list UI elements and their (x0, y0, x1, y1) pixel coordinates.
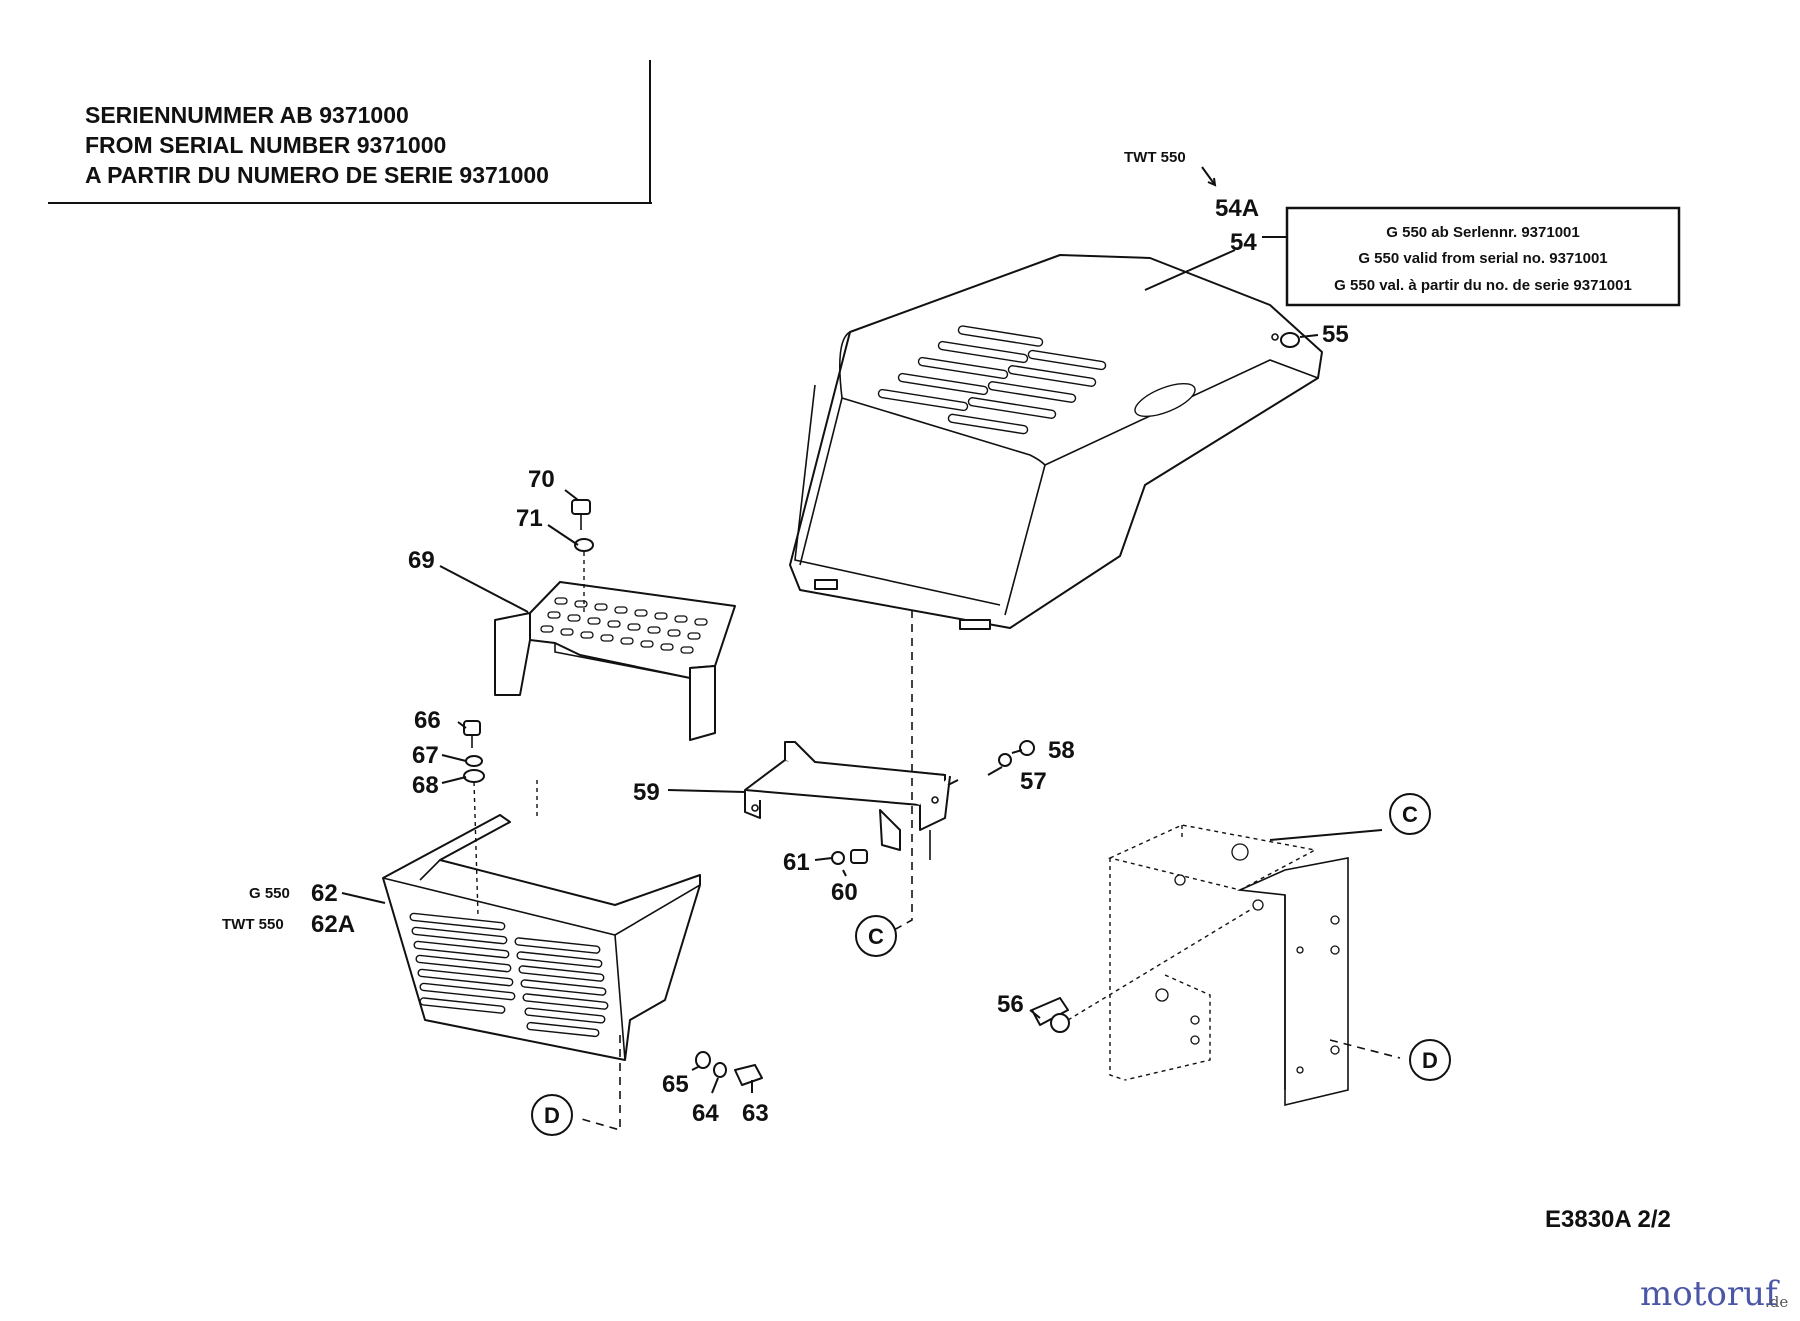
model-label-g550: G 550 (249, 885, 290, 902)
callout-55: 55 (1322, 321, 1349, 348)
note-line-fr: G 550 val. à partir du no. de serie 9371… (1334, 277, 1632, 294)
serial-number-header: SERIENNUMMER AB 9371000 FROM SERIAL NUMB… (48, 60, 652, 204)
callout-61: 61 (783, 849, 810, 876)
engine-hood (789, 254, 1323, 630)
callout-62: 62 (311, 880, 338, 907)
header-line-en: FROM SERIAL NUMBER 9371000 (85, 132, 446, 158)
note-line-en: G 550 valid from serial no. 9371001 (1358, 250, 1607, 267)
part-callouts: TWT 550 54A 54 55 70 71 69 58 57 59 61 6… (222, 149, 1349, 1127)
header-line-de: SERIENNUMMER AB 9371000 (85, 102, 409, 128)
callout-64: 64 (692, 1100, 719, 1127)
callout-58: 58 (1048, 737, 1075, 764)
callout-65: 65 (662, 1071, 689, 1098)
reference-markers: C C D D (531, 793, 1451, 1136)
ref-c-bracket: C (868, 924, 884, 949)
front-cover (382, 720, 763, 1086)
drawing-number: E3830A 2/2 (1545, 1206, 1671, 1233)
callout-69: 69 (408, 547, 435, 574)
callout-71: 71 (516, 505, 543, 532)
header-line-fr: A PARTIR DU NUMERO DE SERIE 9371000 (85, 162, 549, 188)
callout-68: 68 (412, 772, 439, 799)
mounting-bracket (744, 740, 1035, 865)
callout-56: 56 (997, 991, 1024, 1018)
callout-60: 60 (831, 879, 858, 906)
watermark-text: motoruf (1640, 1274, 1780, 1314)
callout-54A: 54A (1215, 195, 1259, 222)
callout-66: 66 (414, 707, 441, 734)
ref-d-frame: D (1422, 1048, 1438, 1073)
frame-assembly (1031, 824, 1349, 1107)
callout-59: 59 (633, 779, 660, 806)
ref-c-frame: C (1402, 802, 1418, 827)
ref-d-cover: D (544, 1103, 560, 1128)
callout-70: 70 (528, 466, 555, 493)
callout-62A: 62A (311, 911, 355, 938)
step-plate (494, 499, 736, 741)
watermark-logo: motoruf .de (1640, 1274, 1788, 1314)
leader-lines (341, 166, 1401, 1132)
model-label-twt550: TWT 550 (222, 916, 284, 933)
callout-63: 63 (742, 1100, 769, 1127)
model-label-twt-top: TWT 550 (1124, 149, 1186, 166)
hood-vents (877, 325, 1107, 435)
note-line-de: G 550 ab Serlennr. 9371001 (1386, 224, 1579, 241)
callout-57: 57 (1020, 768, 1047, 795)
validity-note-box: G 550 ab Serlennr. 9371001 G 550 valid f… (1285, 206, 1681, 307)
callout-54: 54 (1230, 229, 1257, 256)
front-cover-vents (409, 912, 609, 1038)
watermark-suffix: .de (1765, 1293, 1788, 1311)
callout-67: 67 (412, 742, 439, 769)
